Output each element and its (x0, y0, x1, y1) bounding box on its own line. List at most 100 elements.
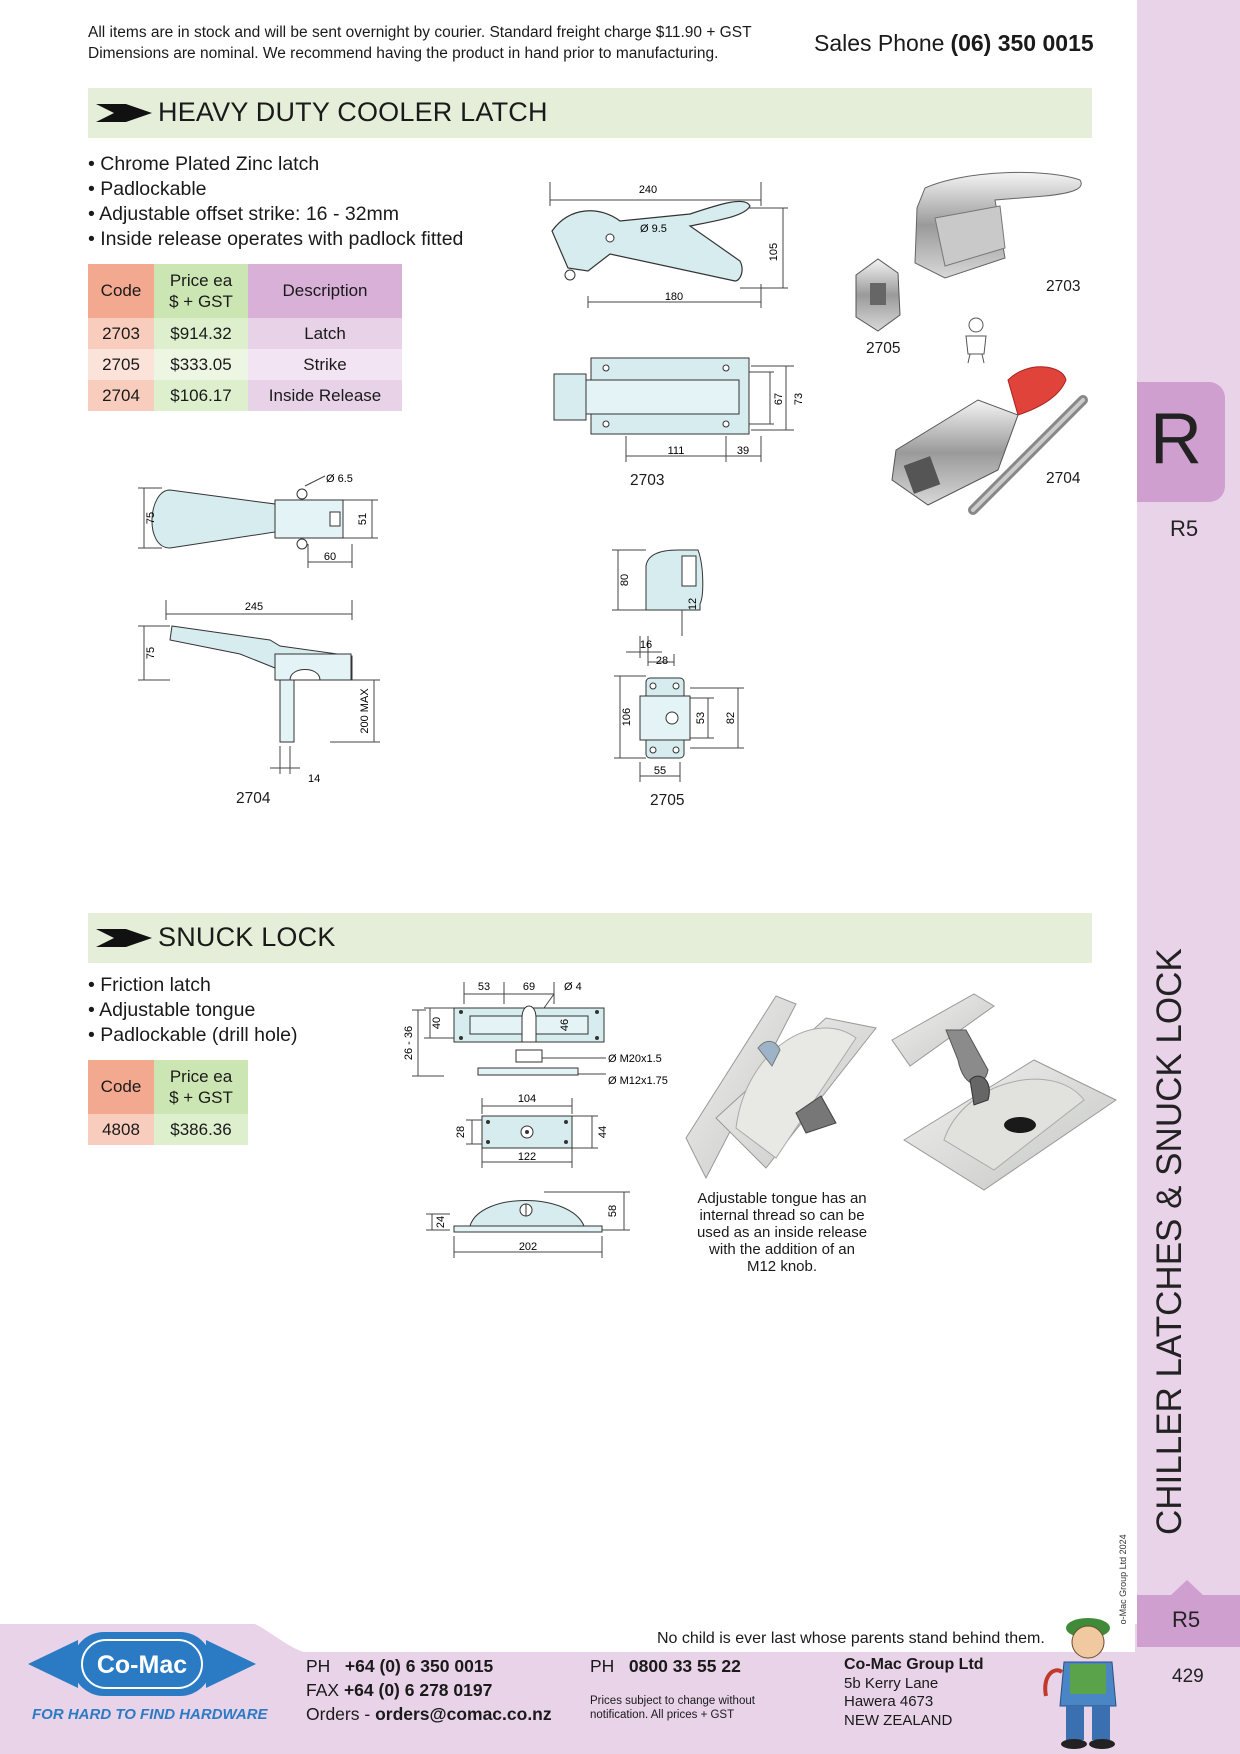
dim-text: 106 (621, 708, 633, 726)
strike-photo (855, 258, 901, 332)
footer-white-sweep (255, 1624, 1135, 1652)
comac-logo[interactable]: Co-Mac (28, 1626, 256, 1700)
dim-text: 28 (656, 655, 668, 667)
inside-release-photo (891, 366, 1088, 515)
notice-line-1: All items are in stock and will be sent … (88, 24, 752, 41)
release-side-drawing: 245 75 200 MAX 14 (138, 600, 380, 785)
footer-fax: FAX +64 (0) 6 278 0197 (306, 1680, 493, 1700)
snuck-lock-photo-1 (685, 995, 877, 1180)
dim-text: 53 (695, 712, 707, 724)
mascot-icon (1043, 1618, 1117, 1749)
dim-text: 80 (619, 574, 631, 586)
table-row: 4808 $386.36 (88, 1114, 248, 1145)
price-disclaimer: Prices subject to change without notific… (590, 1695, 755, 1721)
dim-text: 40 (431, 1017, 443, 1029)
photo-label: 2703 (1046, 278, 1081, 295)
strike-side-drawing: 80 12 (612, 549, 704, 636)
latch-side-drawing: 240 Ø 9.5 105 180 (549, 182, 788, 308)
list-item: Padlockable (drill hole) (88, 1023, 297, 1048)
dim-text: 104 (518, 1093, 536, 1105)
dim-text: 245 (245, 601, 263, 613)
price-table: Code Price ea$ + GST 4808 $386.36 (88, 1060, 248, 1145)
dim-text: 67 (773, 393, 785, 405)
latch-photo (914, 171, 1082, 279)
dim-text: 58 (607, 1205, 619, 1217)
table-row: 2705 $333.05 Strike (88, 349, 402, 380)
feature-list: Chrome Plated Zinc latch Padlockable Adj… (88, 152, 463, 252)
footer-freephone: PH 0800 33 55 22 (590, 1656, 741, 1676)
dim-text: 69 (523, 981, 535, 993)
dim-text: 44 (597, 1126, 609, 1138)
arrow-icon (96, 929, 152, 947)
sales-phone: Sales Phone(06) 350 0015 (814, 30, 1094, 57)
list-item: Friction latch (88, 973, 298, 998)
mascot-sketch-icon (965, 317, 987, 364)
dim-text: 60 (324, 551, 336, 563)
list-item: Adjustable tongue (88, 998, 298, 1023)
header-code: Code (88, 264, 154, 318)
latch-base-drawing: 67 73 111 39 (553, 357, 805, 462)
dim-text: Ø 6.5 (326, 473, 353, 485)
dim-text: 75 (145, 512, 157, 524)
tongue-note: Adjustable tongue has an internal thread… (696, 1190, 868, 1275)
header-description: Description (248, 264, 402, 318)
table-row: 2703 $914.32 Latch (88, 318, 402, 349)
dim-text: 82 (725, 712, 737, 724)
section-code: R5 (1170, 516, 1199, 541)
list-item: Inside release operates with padlock fit… (88, 227, 463, 252)
company-name: Co-Mac Group Ltd (844, 1656, 984, 1673)
price-table: Code Price ea$ + GST Description 2703 $9… (88, 264, 402, 411)
dim-text: 200 MAX (359, 688, 371, 734)
list-item: Padlockable (88, 177, 463, 202)
dim-text: 122 (518, 1151, 536, 1163)
dim-text: 73 (793, 393, 805, 405)
dim-text: 39 (737, 445, 749, 457)
dim-text: Ø 9.5 (640, 223, 667, 235)
drawing-label: 2703 (630, 472, 665, 489)
drawing-label: 2704 (236, 790, 271, 807)
vertical-section-title: CHILLER LATCHES & SNUCK LOCK (1150, 948, 1189, 1535)
company-address: Co-Mac Group Ltd 5b Kerry Lane Hawera 46… (844, 1656, 984, 1729)
feature-list: Friction latch Adjustable tongue Padlock… (88, 973, 298, 1048)
header-price: Price ea$ + GST (154, 1060, 248, 1114)
section-code-label: R5 (1172, 1607, 1201, 1632)
dim-text: Ø 4 (564, 981, 582, 993)
sales-phone-number[interactable]: (06) 350 0015 (950, 30, 1094, 56)
section-code-box (1137, 1595, 1240, 1647)
dim-text: 28 (455, 1126, 467, 1138)
dim-text: 202 (519, 1241, 537, 1253)
snuck-lock-photo-2 (891, 993, 1117, 1191)
release-top-drawing: Ø 6.5 75 51 60 (138, 473, 378, 568)
dim-text: 46 (559, 1019, 571, 1031)
dim-text: 240 (639, 184, 657, 196)
dim-text: 105 (768, 243, 780, 261)
section-title: SNUCK LOCK (158, 922, 336, 952)
footer-orders: Orders - orders@comac.co.nz (306, 1704, 552, 1724)
table-row: 2704 $106.17 Inside Release (88, 380, 402, 411)
dim-text: 180 (665, 291, 683, 303)
arrow-icon (96, 104, 152, 122)
footer-phone: PH +64 (0) 6 350 0015 (306, 1656, 494, 1676)
logo-text: Co-Mac (97, 1651, 187, 1679)
photo-label: 2704 (1046, 470, 1081, 487)
triangle-up-icon (1170, 1580, 1204, 1596)
notice-line-2: Dimensions are nominal. We recommend hav… (88, 45, 719, 62)
dim-text: 51 (357, 513, 369, 525)
dim-text: 24 (435, 1216, 447, 1228)
dim-text: 14 (308, 773, 320, 785)
page-number: 429 (1172, 1666, 1204, 1687)
dim-text: 53 (478, 981, 490, 993)
dim-text: 16 (640, 639, 652, 651)
dim-text: Ø M12x1.75 (608, 1075, 668, 1087)
dim-text: 12 (687, 598, 699, 610)
stock-notice: All items are in stock and will be sent … (88, 22, 788, 64)
dim-text: 26 - 36 (404, 1026, 415, 1060)
section-letter: R (1150, 399, 1202, 479)
dim-text: 111 (668, 445, 685, 457)
list-item: Adjustable offset strike: 16 - 32mm (88, 202, 463, 227)
list-item: Chrome Plated Zinc latch (88, 152, 463, 177)
orders-email-link[interactable]: orders@comac.co.nz (375, 1704, 552, 1724)
section-tab[interactable] (1137, 382, 1225, 502)
dim-text: 55 (654, 765, 666, 777)
snuck-lock-plate-drawing: 104 28 44 122 (455, 1093, 609, 1168)
